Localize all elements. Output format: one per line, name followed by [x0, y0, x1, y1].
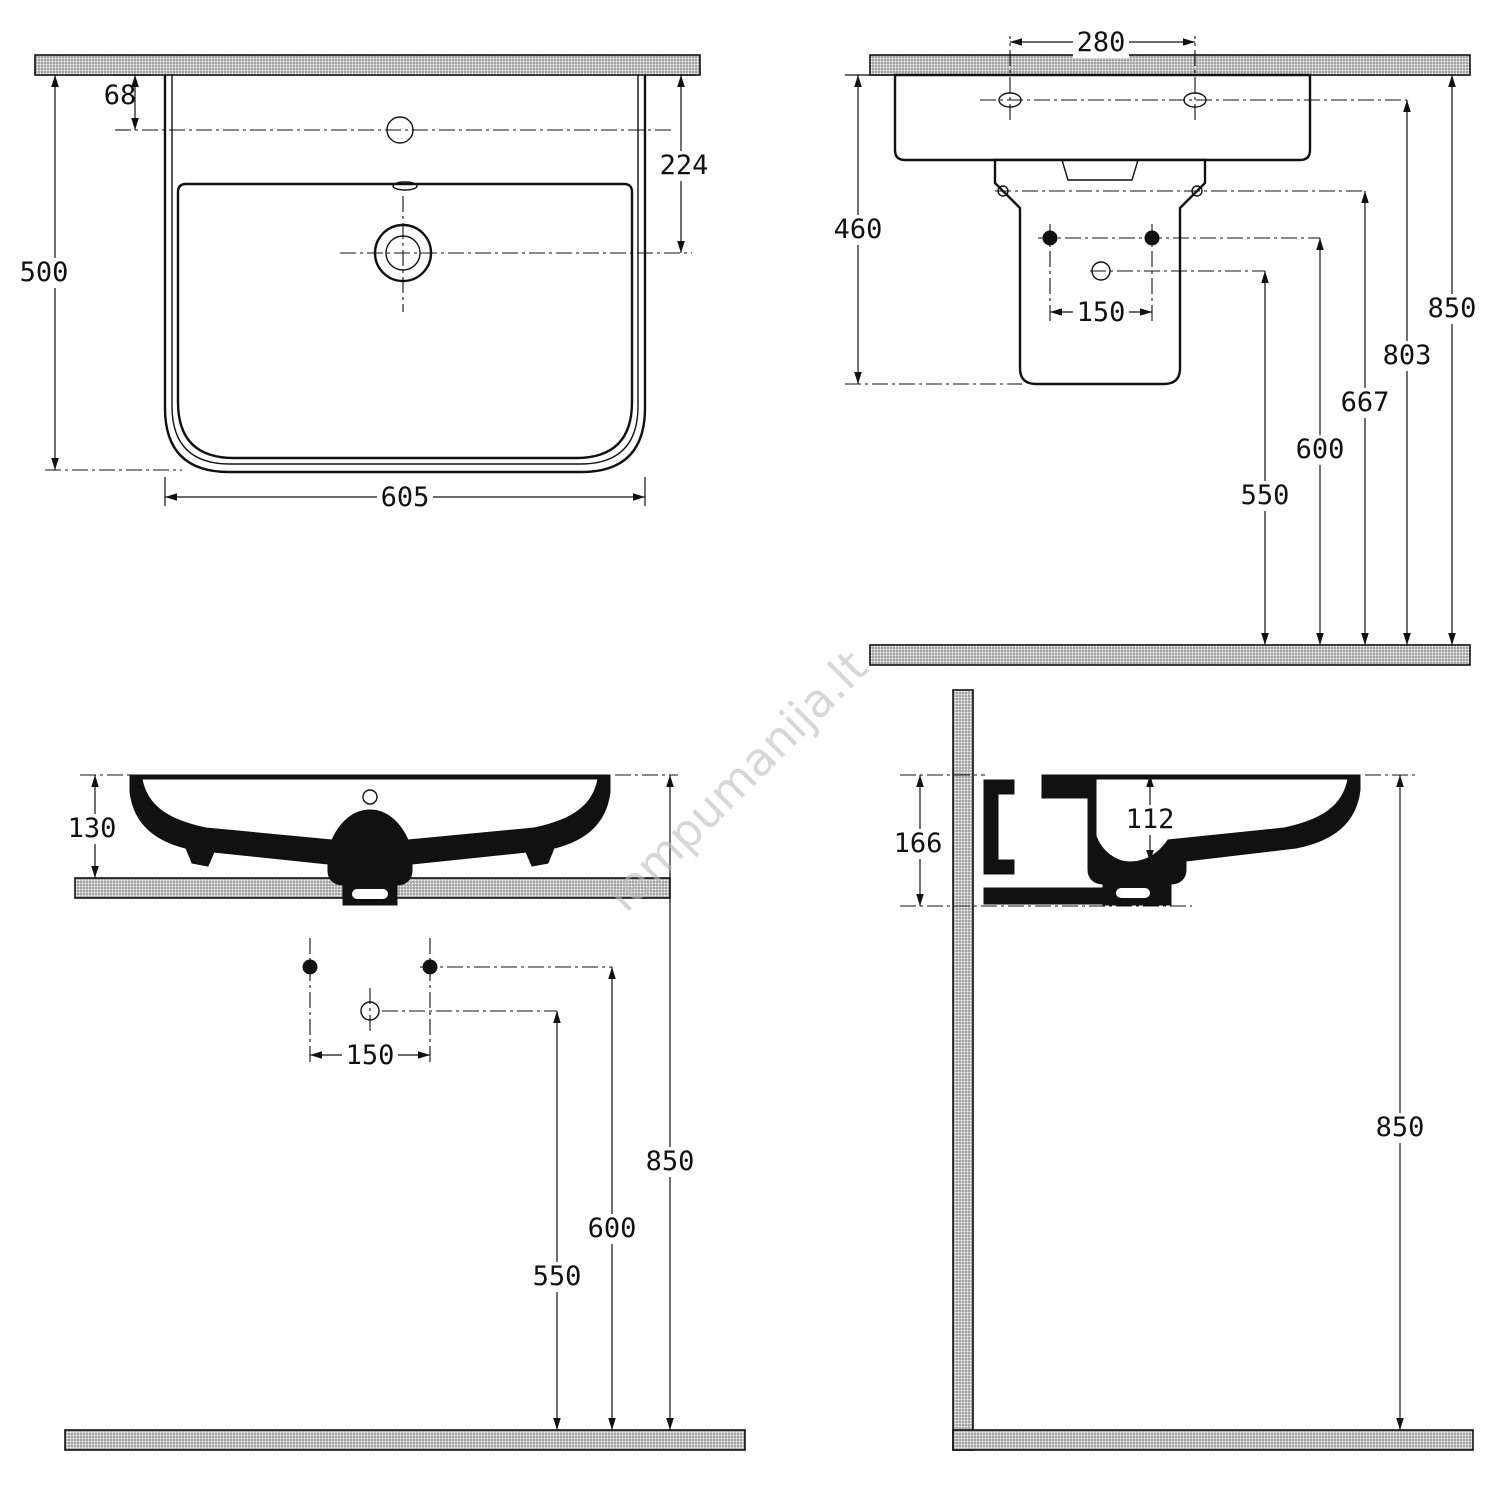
bracket-base — [983, 887, 1103, 905]
dim-label-side-600: 600 — [584, 1213, 640, 1244]
semi-pedestal — [993, 158, 1207, 386]
svg-text:460: 460 — [834, 214, 883, 245]
dim-label-front-600: 600 — [1292, 434, 1348, 465]
front-centerlines — [845, 36, 1462, 385]
dim-label-depth: 500 — [16, 257, 72, 288]
basin-rim-edge — [171, 75, 639, 465]
floor-section-front — [869, 644, 1471, 666]
wall-section-plan — [34, 54, 701, 76]
drain-inner — [385, 235, 421, 271]
plan-dimensions — [51, 74, 696, 506]
section-view — [900, 689, 1474, 1451]
side-view — [64, 774, 746, 1451]
dim-label-total-depth: 166 — [890, 828, 946, 859]
basin-foot-left — [185, 847, 215, 867]
basin-front-face — [893, 73, 1312, 162]
svg-text:500: 500 — [20, 257, 69, 288]
dimension-labels: 68 500 224 605 280 460 150 550 — [16, 27, 1480, 1292]
svg-text:550: 550 — [533, 1261, 582, 1292]
dim-label-front-fixing-spacing: 150 — [1073, 297, 1129, 328]
svg-text:850: 850 — [1428, 293, 1477, 324]
dim-label-side-550: 550 — [529, 1261, 585, 1292]
tap-hole-side — [362, 789, 378, 805]
trap-slot — [352, 889, 388, 899]
dim-label-front-850: 850 — [1424, 293, 1480, 324]
pedestal-notch — [1061, 159, 1139, 181]
wall-section-vertical — [952, 689, 974, 1451]
dim-label-section-850: 850 — [1372, 1112, 1428, 1143]
dim-label-front-803: 803 — [1379, 340, 1435, 371]
dim-label-inner-depth: 112 — [1122, 804, 1178, 835]
svg-text:68: 68 — [104, 80, 137, 111]
plan-centerlines — [45, 129, 692, 471]
svg-text:850: 850 — [1376, 1112, 1425, 1143]
basin-foot-right — [525, 847, 555, 867]
section-centerlines — [900, 774, 1418, 907]
overflow-slot — [392, 181, 418, 191]
svg-text:600: 600 — [588, 1213, 637, 1244]
svg-text:803: 803 — [1383, 340, 1432, 371]
basin-profile-section — [1041, 774, 1361, 906]
svg-text:166: 166 — [894, 828, 943, 859]
floor-section-right — [952, 1429, 1474, 1451]
svg-text:112: 112 — [1126, 804, 1175, 835]
svg-text:600: 600 — [1296, 434, 1345, 465]
dim-label-unit-height: 460 — [830, 214, 886, 245]
watermark: lempumanija.lt — [595, 639, 878, 922]
floor-section-side — [64, 1429, 746, 1451]
dim-label-front-550: 550 — [1237, 480, 1293, 511]
dim-label-side-fixing-spacing: 150 — [342, 1040, 398, 1071]
svg-text:550: 550 — [1241, 480, 1290, 511]
svg-text:150: 150 — [346, 1040, 395, 1071]
trap-slot-section — [1116, 888, 1150, 898]
side-dimensions — [91, 775, 674, 1430]
svg-text:667: 667 — [1341, 387, 1390, 418]
plan-view — [34, 54, 701, 506]
svg-text:280: 280 — [1077, 27, 1126, 58]
dim-label-drain-offset: 224 — [656, 150, 712, 181]
dim-label-basin-height: 130 — [64, 813, 120, 844]
dim-label-width: 605 — [377, 482, 433, 513]
svg-text:130: 130 — [68, 813, 117, 844]
svg-text:224: 224 — [660, 150, 709, 181]
mount-bracket — [983, 779, 1015, 875]
svg-text:850: 850 — [646, 1146, 695, 1177]
front-view — [845, 36, 1471, 666]
svg-text:605: 605 — [381, 482, 430, 513]
wall-section-front — [869, 54, 1471, 76]
side-centerlines — [80, 774, 678, 1064]
dim-label-hole-spacing: 280 — [1073, 27, 1129, 58]
dim-label-front-667: 667 — [1337, 387, 1393, 418]
basin-profile-side — [129, 774, 611, 906]
svg-text:150: 150 — [1077, 297, 1126, 328]
basin-inner-bowl — [176, 182, 634, 460]
dim-label-tap-offset: 68 — [104, 80, 137, 111]
dim-label-side-850: 850 — [642, 1146, 698, 1177]
basin-outer-edge — [163, 75, 647, 474]
